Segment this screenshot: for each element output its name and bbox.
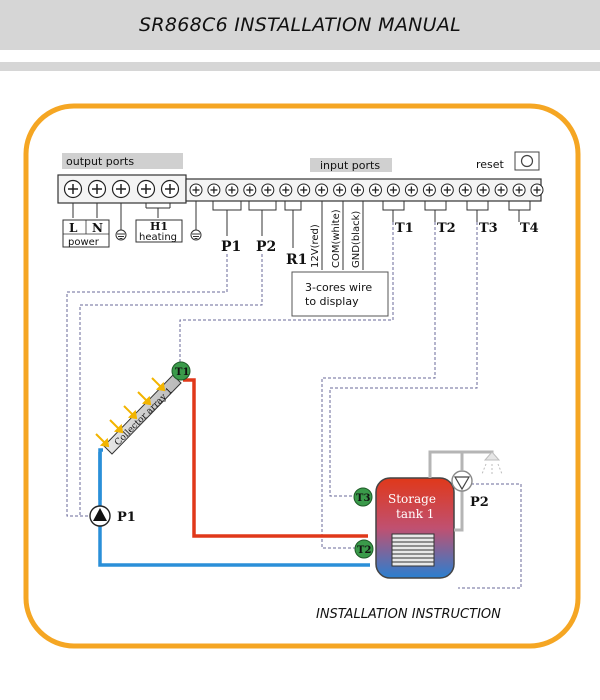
wire-gnd-label: GND(black): [351, 211, 362, 268]
relay-wiring: [212, 201, 302, 248]
installation-caption: INSTALLATION INSTRUCTION: [316, 607, 501, 622]
pump-p1-label: P1: [117, 510, 136, 525]
shower-icon: [481, 451, 503, 475]
terminal-screw: [422, 183, 436, 197]
output-ports-tab: [62, 153, 183, 169]
storage-tank: Storage tank 1: [375, 477, 455, 579]
signal-screws: [189, 183, 544, 197]
sensor-t3-icon: T3: [353, 487, 373, 507]
terminal-screw: [369, 183, 382, 197]
output-wiring: [72, 201, 197, 230]
input-T2-label: T2: [437, 221, 456, 236]
terminal-screw: [243, 183, 257, 197]
pump-p2-icon[interactable]: [451, 470, 473, 492]
display-wiring: [321, 201, 364, 270]
input-ports-label: input ports: [320, 159, 380, 172]
input-ports-tab: [310, 158, 392, 172]
power-N-label: N: [92, 221, 103, 235]
terminal-screw: [494, 183, 508, 197]
terminal-screw: [333, 183, 347, 197]
terminal-screw: [225, 183, 239, 197]
output-ports-label: output ports: [66, 155, 134, 168]
terminal-screw: [207, 183, 221, 197]
pump-p2-label: P2: [470, 495, 489, 510]
collector-label: Collector array 1: [113, 386, 175, 448]
terminal-screw: [458, 183, 472, 197]
reset-label: reset: [476, 158, 505, 171]
terminal-screw: [530, 183, 544, 197]
sensor-t2-label: T2: [357, 545, 371, 556]
relay-P2-label: P2: [256, 239, 276, 255]
pump-p1-icon[interactable]: [89, 505, 111, 527]
header-bar: [0, 0, 600, 50]
relay-R1-label: R1: [286, 252, 307, 268]
reset-button[interactable]: [514, 151, 540, 171]
terminal-screw: [261, 183, 275, 197]
sensor-t2-icon: T2: [354, 539, 374, 559]
sensor-t1-icon: T1: [171, 361, 191, 381]
heating-H1-label: H1: [150, 220, 168, 233]
output-screws: [63, 179, 180, 199]
terminal-screw: [189, 183, 203, 197]
relay-P1-label: P1: [221, 239, 241, 255]
power-L-label: L: [69, 221, 78, 235]
terminal-screw: [404, 183, 418, 197]
terminal-screw: [297, 183, 311, 197]
diagram-frame: [23, 103, 581, 649]
tank-label-line2: tank 1: [396, 507, 434, 521]
sensor-wiring: [382, 201, 531, 222]
input-T3-label: T3: [479, 221, 498, 236]
dashed-signal-wires: [66, 222, 522, 589]
ground-icon: [190, 229, 202, 241]
terminal-screw: [351, 183, 364, 197]
sensor-t1-label: T1: [175, 367, 189, 378]
wire-12v-label: 12V(red): [310, 224, 321, 268]
ground-icon: [115, 229, 127, 241]
page-title: SR868C6 INSTALLATION MANUAL: [138, 14, 462, 36]
terminal-screw: [386, 183, 400, 197]
header-rule: [0, 62, 600, 71]
terminal-screw: [476, 183, 490, 197]
terminal-screw: [315, 183, 329, 197]
wire-com-label: COM(white): [331, 209, 342, 268]
heating-box: [135, 219, 183, 243]
display-note-line1: 3-cores wire: [305, 281, 372, 294]
input-T1-label: T1: [395, 221, 414, 236]
sun-rays-icon: [95, 377, 166, 448]
collector-array-icon: Collector array 1: [103, 374, 182, 455]
display-note-box: [291, 271, 389, 317]
input-T4-label: T4: [520, 221, 539, 236]
terminal-screw: [440, 183, 454, 197]
sensor-t3-label: T3: [356, 493, 370, 504]
display-note-line2: to display: [305, 295, 359, 308]
hot-pipe: [183, 378, 368, 538]
heating-label: heating: [139, 232, 177, 243]
terminal-screw: [279, 183, 293, 197]
tank-label-line1: Storage: [388, 492, 436, 506]
terminal-screw: [512, 183, 526, 197]
power-label: power: [68, 237, 100, 248]
